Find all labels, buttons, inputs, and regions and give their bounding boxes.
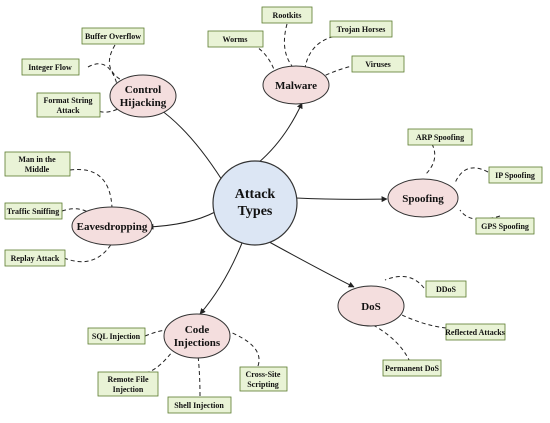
svg-text:Buffer Overflow: Buffer Overflow — [85, 32, 141, 41]
svg-text:GPS Spoofing: GPS Spoofing — [481, 222, 529, 231]
category-control-hijacking: Control Hijacking — [109, 74, 177, 118]
svg-text:Permanent DoS: Permanent DoS — [385, 364, 440, 373]
control-hijacking-label-line2: Hijacking — [120, 97, 167, 109]
category-spoofing: Spoofing — [387, 178, 459, 218]
category-dos: DoS — [337, 285, 405, 327]
center-label-line2: Types — [238, 204, 273, 219]
svg-text:Viruses: Viruses — [365, 60, 390, 69]
arrow-to-malware — [257, 102, 303, 164]
svg-text:Attack: Attack — [56, 106, 80, 115]
leaf-ddos: DDoS — [425, 280, 467, 298]
svg-text:Reflected Attacks: Reflected Attacks — [445, 328, 505, 337]
leaf-remote-file-injection: Remote File Injection — [97, 371, 159, 397]
category-eavesdropping: Eavesdropping — [71, 206, 153, 246]
arrow-to-eavesdropping — [147, 211, 216, 230]
leaf-shell-injection: Shell Injection — [167, 396, 232, 414]
svg-text:Traffic Sniffing: Traffic Sniffing — [7, 207, 60, 216]
svg-text:Man in the: Man in the — [18, 155, 56, 164]
leaf-replay-attack: Replay Attack — [4, 249, 66, 267]
leaf-gps-spoofing: GPS Spoofing — [475, 217, 535, 235]
leaf-reflected-attacks: Reflected Attacks — [445, 323, 506, 341]
eavesdropping-label: Eavesdropping — [77, 221, 148, 233]
svg-text:Scripting: Scripting — [247, 380, 279, 389]
leaf-traffic-sniffing: Traffic Sniffing — [4, 202, 63, 220]
leaf-permanent-dos: Permanent DoS — [382, 359, 442, 377]
category-code-injections: Code Injections — [163, 313, 231, 359]
svg-text:Replay Attack: Replay Attack — [11, 254, 60, 263]
leaf-buffer-overflow: Buffer Overflow — [81, 27, 145, 45]
leaf-rootkits: Rootkits — [261, 6, 313, 24]
svg-text:Cross-Site: Cross-Site — [246, 370, 281, 379]
svg-text:Shell Injection: Shell Injection — [174, 401, 224, 410]
leaf-format-string-attack: Format String Attack — [36, 92, 101, 118]
arrow-to-control-hijacking — [157, 107, 223, 181]
leaf-worms: Worms — [207, 30, 264, 48]
center-label-line1: Attack — [235, 187, 276, 202]
malware-label: Malware — [275, 80, 317, 92]
leaf-sql-injection: SQL Injection — [87, 327, 146, 345]
leaf-arp-spoofing: ARP Spoofing — [407, 128, 473, 146]
arrow-to-spoofing — [295, 196, 388, 203]
leaf-ip-spoofing: IP Spoofing — [488, 166, 543, 184]
center-node: Attack Types — [212, 160, 298, 246]
leaf-viruses: Viruses — [351, 55, 405, 73]
svg-text:Middle: Middle — [25, 165, 50, 174]
svg-text:SQL Injection: SQL Injection — [92, 332, 141, 341]
code-injections-label-line2: Injections — [174, 337, 221, 349]
svg-text:Rootkits: Rootkits — [273, 11, 302, 20]
leaf-cross-site-scripting: Cross-Site Scripting — [239, 366, 288, 392]
svg-text:Integer Flow: Integer Flow — [28, 63, 72, 72]
leaf-integer-flow: Integer Flow — [21, 58, 80, 76]
category-malware: Malware — [262, 65, 330, 105]
code-injections-label-line1: Code — [185, 324, 210, 336]
svg-text:Format String: Format String — [43, 96, 92, 105]
svg-text:Worms: Worms — [223, 35, 248, 44]
spoofing-label: Spoofing — [402, 193, 444, 205]
svg-text:Trojan Horses: Trojan Horses — [337, 25, 386, 34]
svg-text:Remote File: Remote File — [107, 375, 149, 384]
svg-text:DDoS: DDoS — [436, 285, 457, 294]
connector-arrows — [147, 102, 388, 315]
svg-text:IP Spoofing: IP Spoofing — [495, 171, 535, 180]
control-hijacking-label-line1: Control — [125, 84, 161, 96]
leaf-man-in-the-middle: Man in the Middle — [4, 151, 71, 177]
svg-text:Injection: Injection — [113, 385, 144, 394]
arrow-to-code-injections — [199, 242, 243, 315]
arrow-to-dos — [261, 237, 355, 288]
dos-label: DoS — [361, 301, 381, 313]
leaf-trojan-horses: Trojan Horses — [329, 20, 393, 38]
leaf-nodes: Buffer Overflow Integer Flow Format Stri… — [4, 6, 543, 414]
svg-text:ARP Spoofing: ARP Spoofing — [416, 133, 464, 142]
